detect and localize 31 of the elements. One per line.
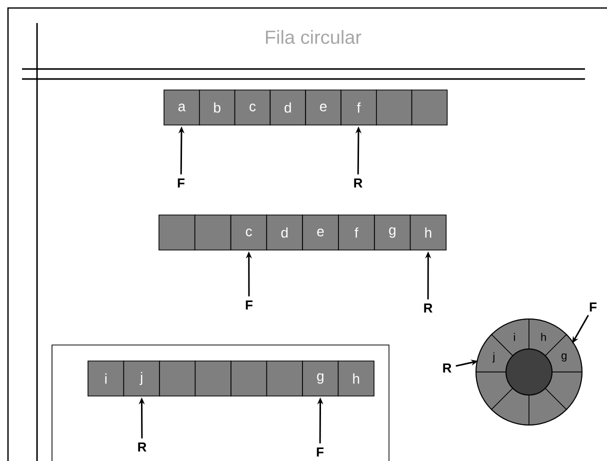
ring-segment: j xyxy=(476,334,514,372)
queue-cell: c xyxy=(230,214,268,250)
pointer-label: R xyxy=(443,364,452,372)
queue-cell: h xyxy=(410,214,447,250)
queue-cell: b xyxy=(199,90,236,126)
pointer-label: F xyxy=(590,302,596,312)
queue-cell: i xyxy=(88,360,124,396)
ring-segment xyxy=(544,372,582,410)
pointer-label: F xyxy=(178,178,184,188)
frame-box xyxy=(52,344,390,461)
queue-cell: j xyxy=(123,360,160,396)
queue-cell: d xyxy=(266,214,303,250)
queue-cell: g xyxy=(374,214,411,250)
pointer-label: R xyxy=(354,178,362,188)
queue-cell: c xyxy=(234,90,271,126)
pointer-label: F xyxy=(316,448,324,456)
pointer-label: R xyxy=(138,442,146,452)
queue-cell: f xyxy=(338,214,375,250)
queue-cell: g xyxy=(302,360,339,396)
ring-segment xyxy=(528,388,567,426)
title: Fila circular xyxy=(266,30,362,44)
queue-cell: h xyxy=(338,360,374,396)
queue-cell: e xyxy=(302,214,339,250)
pointer-label: F xyxy=(246,300,252,310)
pointer-label: R xyxy=(424,304,432,312)
ring-segment xyxy=(476,372,514,410)
queue-cell: f xyxy=(340,90,377,126)
queue-cell: e xyxy=(305,90,342,126)
queue-cell: d xyxy=(270,90,306,126)
ring-segment xyxy=(491,388,530,426)
queue-cell: a xyxy=(164,90,200,126)
